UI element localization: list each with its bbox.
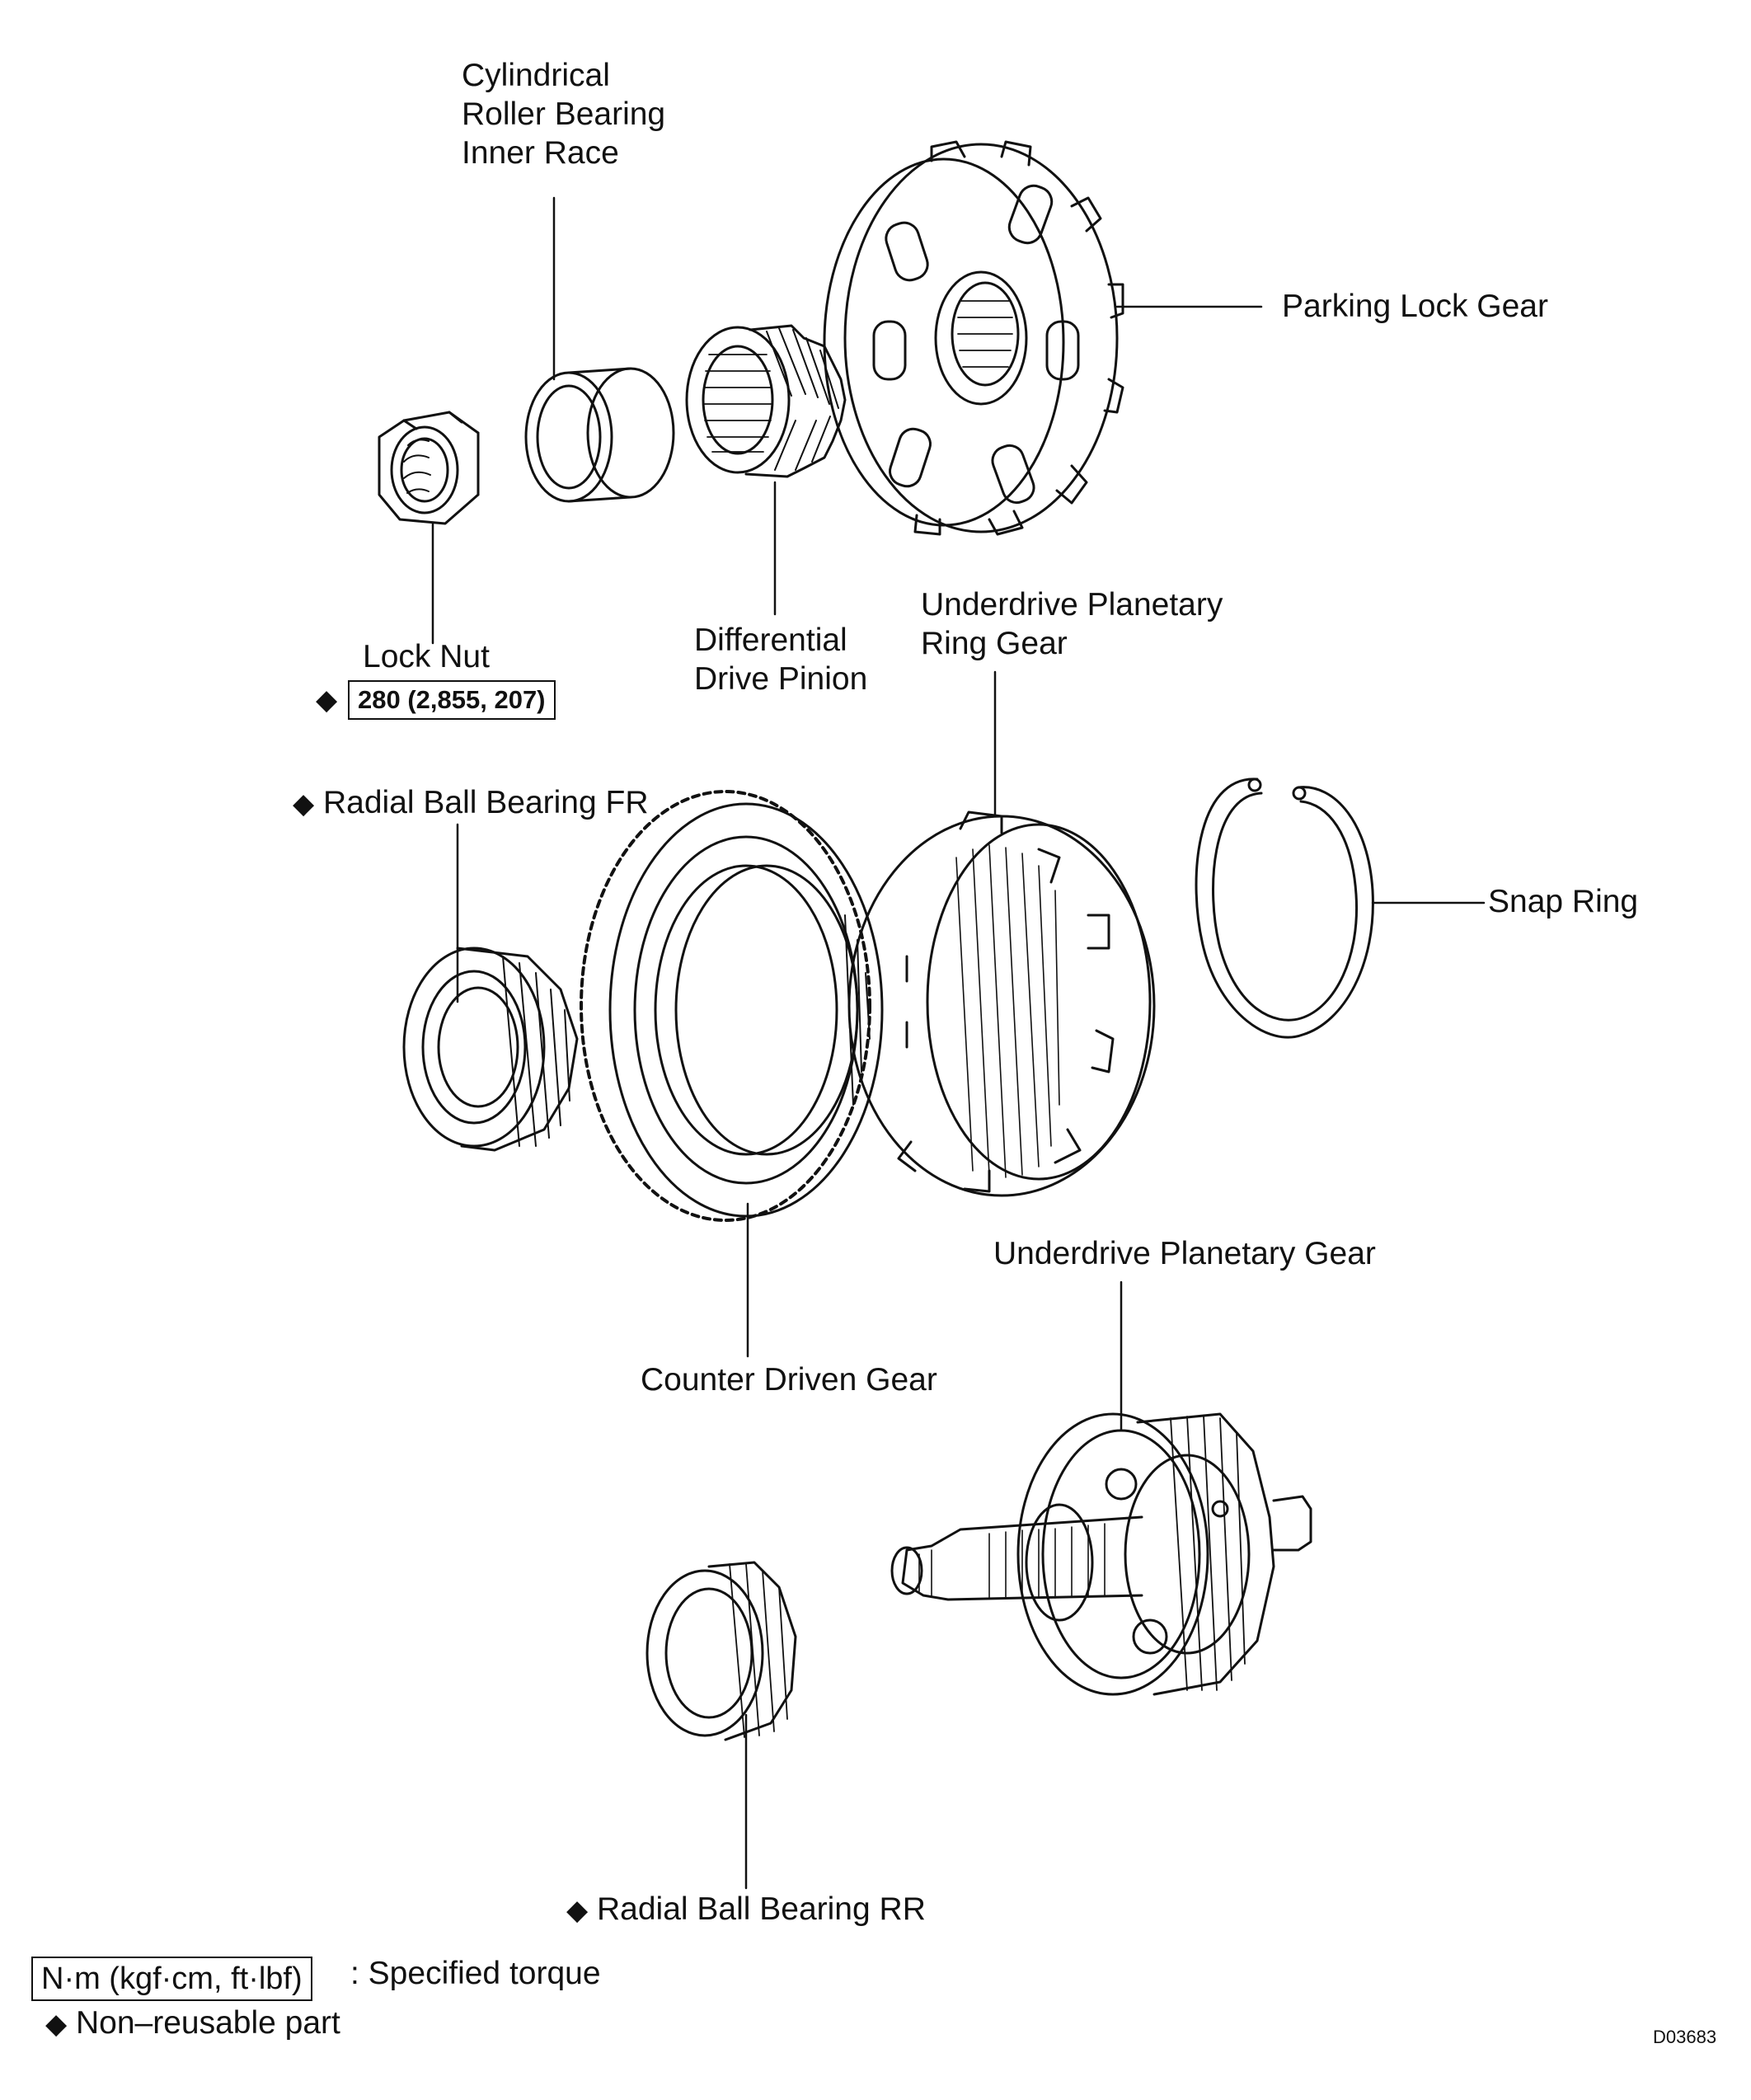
label-counter-driven-gear: Counter Driven Gear <box>641 1362 937 1398</box>
drawing-code: D03683 <box>1653 2027 1717 2047</box>
legend-torque-unit-box: N·m (kgf·cm, ft·lbf) <box>31 1957 312 2001</box>
legend-nonreusable: ◆ Non–reusable part <box>45 2005 340 2041</box>
differential-drive-pinion-drawing <box>685 324 847 478</box>
label-radial-bearing-fr: ◆ Radial Ball Bearing FR <box>293 785 649 820</box>
underdrive-ring-gear-drawing <box>847 810 1156 1197</box>
label-inner-race: Cylindrical Roller Bearing Inner Race <box>462 58 666 171</box>
lock-nut-torque-box: 280 (2,855, 207) <box>348 680 556 720</box>
underdrive-planetary-gear-drawing <box>890 1412 1312 1696</box>
radial-bearing-fr-drawing <box>402 947 579 1152</box>
bearing-fr-nonreusable-diamond: ◆ <box>293 788 315 820</box>
counter-driven-gear-drawing <box>580 790 884 1222</box>
bearing-rr-nonreusable-diamond: ◆ <box>566 1895 589 1926</box>
radial-bearing-rr-drawing <box>645 1561 797 1741</box>
snap-ring-drawing <box>1195 778 1374 1039</box>
legend-diamond-symbol: ◆ <box>45 2008 68 2040</box>
label-parking-lock-gear: Parking Lock Gear <box>1282 289 1548 324</box>
label-underdrive-planetary-gear: Underdrive Planetary Gear <box>993 1236 1376 1271</box>
label-differential-drive-pinion: Differential Drive Pinion <box>694 622 868 697</box>
label-snap-ring: Snap Ring <box>1488 884 1639 919</box>
parking-lock-gear-drawing <box>823 140 1124 536</box>
label-radial-bearing-rr: ◆ Radial Ball Bearing RR <box>566 1891 926 1927</box>
label-lock-nut: Lock Nut <box>363 639 490 674</box>
label-underdrive-ring-gear: Underdrive Planetary Ring Gear <box>921 587 1223 661</box>
inner-race-drawing <box>524 367 675 503</box>
leader-lines <box>431 196 1486 1890</box>
lock-nut-drawing <box>378 411 480 525</box>
legend-torque-description: : Specified torque <box>350 1956 601 1991</box>
lock-nut-nonreusable-diamond: ◆ <box>316 684 338 716</box>
